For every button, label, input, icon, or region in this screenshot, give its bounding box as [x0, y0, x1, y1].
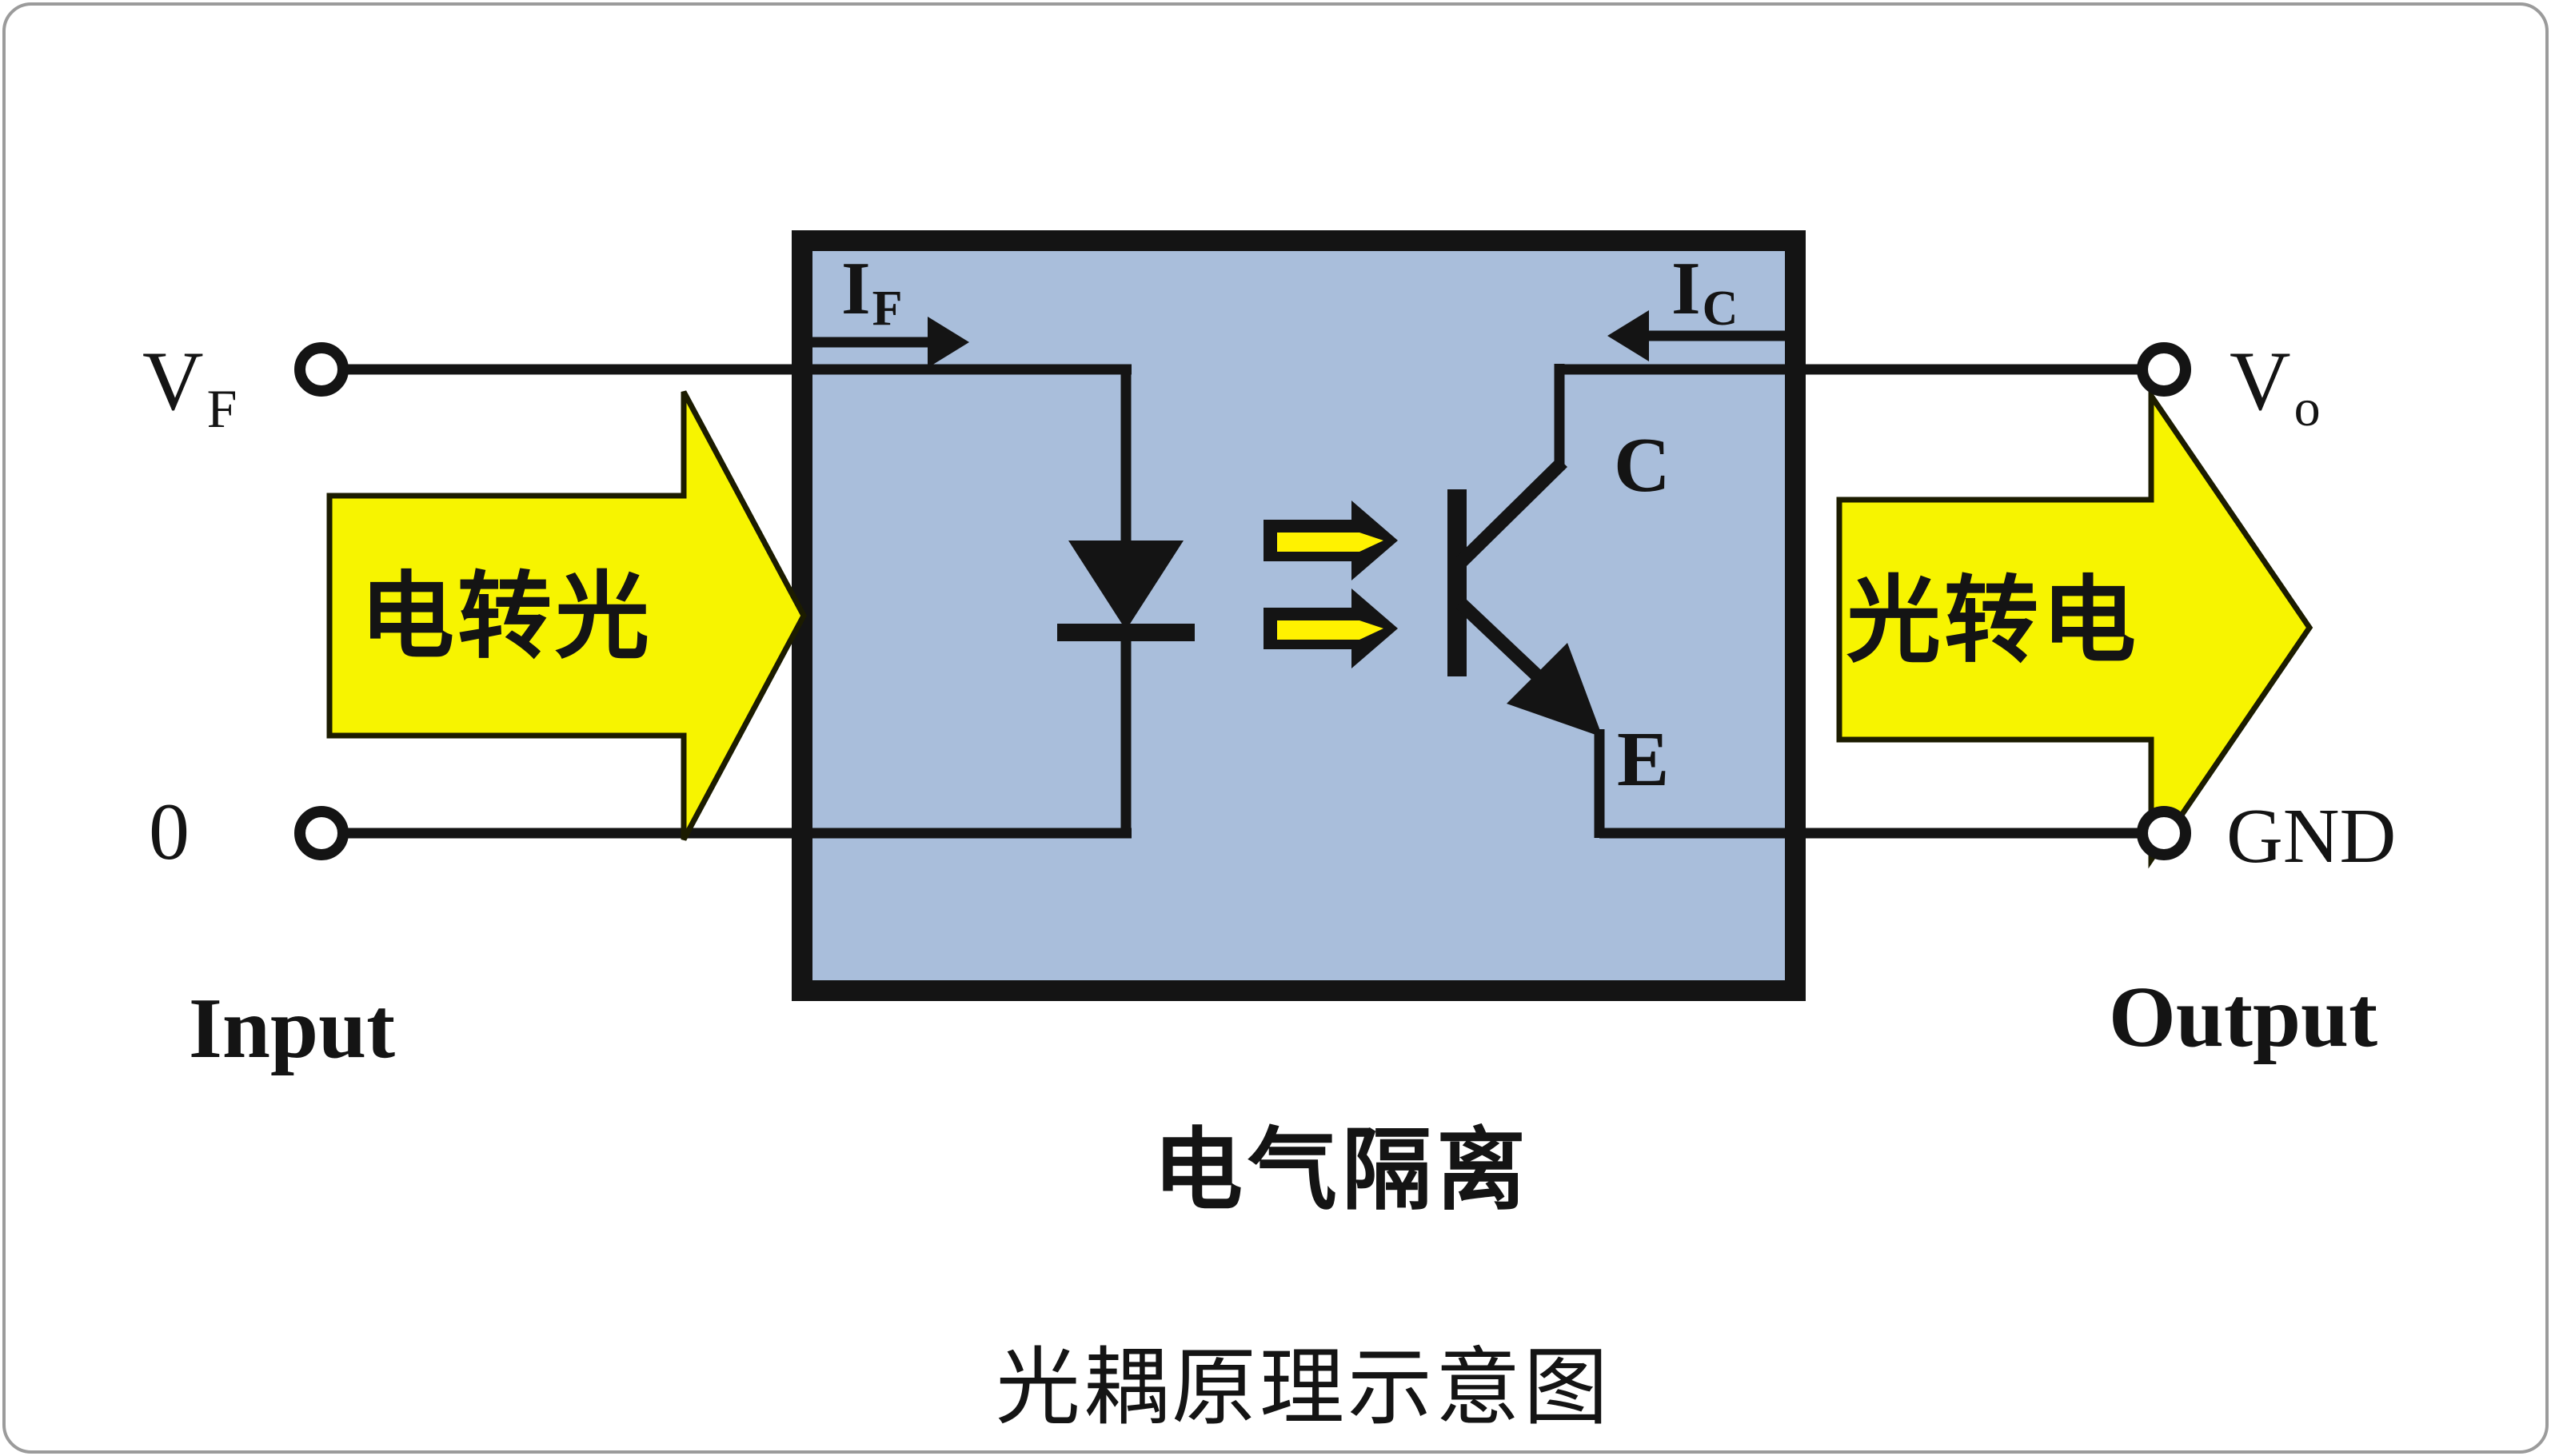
output-arrow-label: 光转电 [1846, 568, 2139, 674]
gnd-label: GND [2226, 793, 2396, 880]
light-beam-top-fill [1277, 533, 1383, 552]
if-label: IF [841, 247, 902, 336]
vo-label: Vo [2230, 334, 2321, 437]
output-label: Output [2109, 970, 2377, 1065]
input-label: Input [189, 981, 395, 1076]
emitter-lead [1455, 597, 1553, 692]
isolation-label: 电气隔离 [1153, 1120, 1531, 1220]
input-arrow-label: 电转光 [360, 564, 653, 670]
led-diode-triangle [1068, 541, 1184, 630]
if-arrow-head [928, 317, 969, 368]
transistor-base-bar [1447, 489, 1467, 676]
output-conversion-arrow [1836, 386, 2313, 869]
terminals [294, 342, 2191, 860]
vf-label: VF [142, 334, 237, 439]
collector-lead [1455, 457, 1567, 568]
light-beam-bottom-fill [1277, 620, 1383, 640]
zero-label: 0 [149, 787, 190, 877]
diagram-caption: 光耦原理示意图 [996, 1341, 1611, 1435]
input-conversion-arrow [326, 390, 807, 841]
emitter-arrowhead [1507, 643, 1603, 737]
emitter-label: E [1617, 716, 1669, 803]
zero-terminal [294, 806, 349, 860]
wires [348, 364, 2138, 839]
vf-terminal [294, 342, 349, 397]
led-cathode-bar [1057, 624, 1195, 641]
collector-label: C [1614, 422, 1671, 509]
ic-label: IC [1671, 247, 1738, 336]
phototransistor [1447, 457, 1603, 737]
vo-terminal [2137, 342, 2191, 397]
light-beam-arrows [1264, 501, 1398, 668]
ic-arrow-head [1607, 310, 1649, 361]
gnd-terminal [2137, 806, 2191, 860]
current-arrows [812, 310, 1794, 368]
